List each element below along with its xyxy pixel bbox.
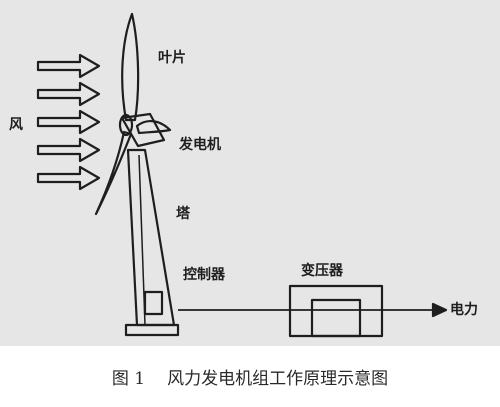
- controller-label: 控制器: [183, 266, 226, 283]
- blade-right-icon: [135, 120, 172, 135]
- figure-caption: 图 1 风力发电机组工作原理示意图: [0, 364, 500, 389]
- figure-number: 图 1: [111, 369, 146, 389]
- controller-box: [143, 290, 164, 316]
- transformer-label: 变压器: [301, 262, 344, 279]
- wind-arrow-4-icon: [36, 137, 101, 163]
- tower-base: [124, 323, 180, 337]
- power-arrow-icon: [431, 302, 448, 318]
- figure-title: 风力发电机组工作原理示意图: [167, 369, 389, 389]
- blade-label: 叶片: [158, 49, 186, 66]
- tower-label: 塔: [176, 205, 191, 222]
- wind-arrow-3-icon: [36, 109, 101, 135]
- generator-label: 发电机: [178, 136, 221, 153]
- blade-upper-icon: [121, 12, 140, 122]
- blade-lower-left-icon: [94, 130, 133, 216]
- tower-shape: [126, 148, 176, 327]
- transformer-inner-box: [310, 298, 362, 338]
- generator-nacelle-icon: [120, 112, 166, 148]
- wind-turbine-diagram: 风 叶片 发电机 塔 控制器 变压器 电力: [9, 12, 478, 338]
- power-label: 电力: [450, 301, 478, 318]
- wind-arrow-5-icon: [36, 165, 101, 191]
- wind-label: 风: [9, 117, 23, 133]
- rotor-hub-icon: [118, 113, 134, 137]
- transformer-outer-box: [288, 284, 384, 338]
- wind-arrows: [36, 53, 101, 191]
- wind-arrow-1-icon: [36, 53, 101, 79]
- wind-arrow-2-icon: [36, 81, 101, 107]
